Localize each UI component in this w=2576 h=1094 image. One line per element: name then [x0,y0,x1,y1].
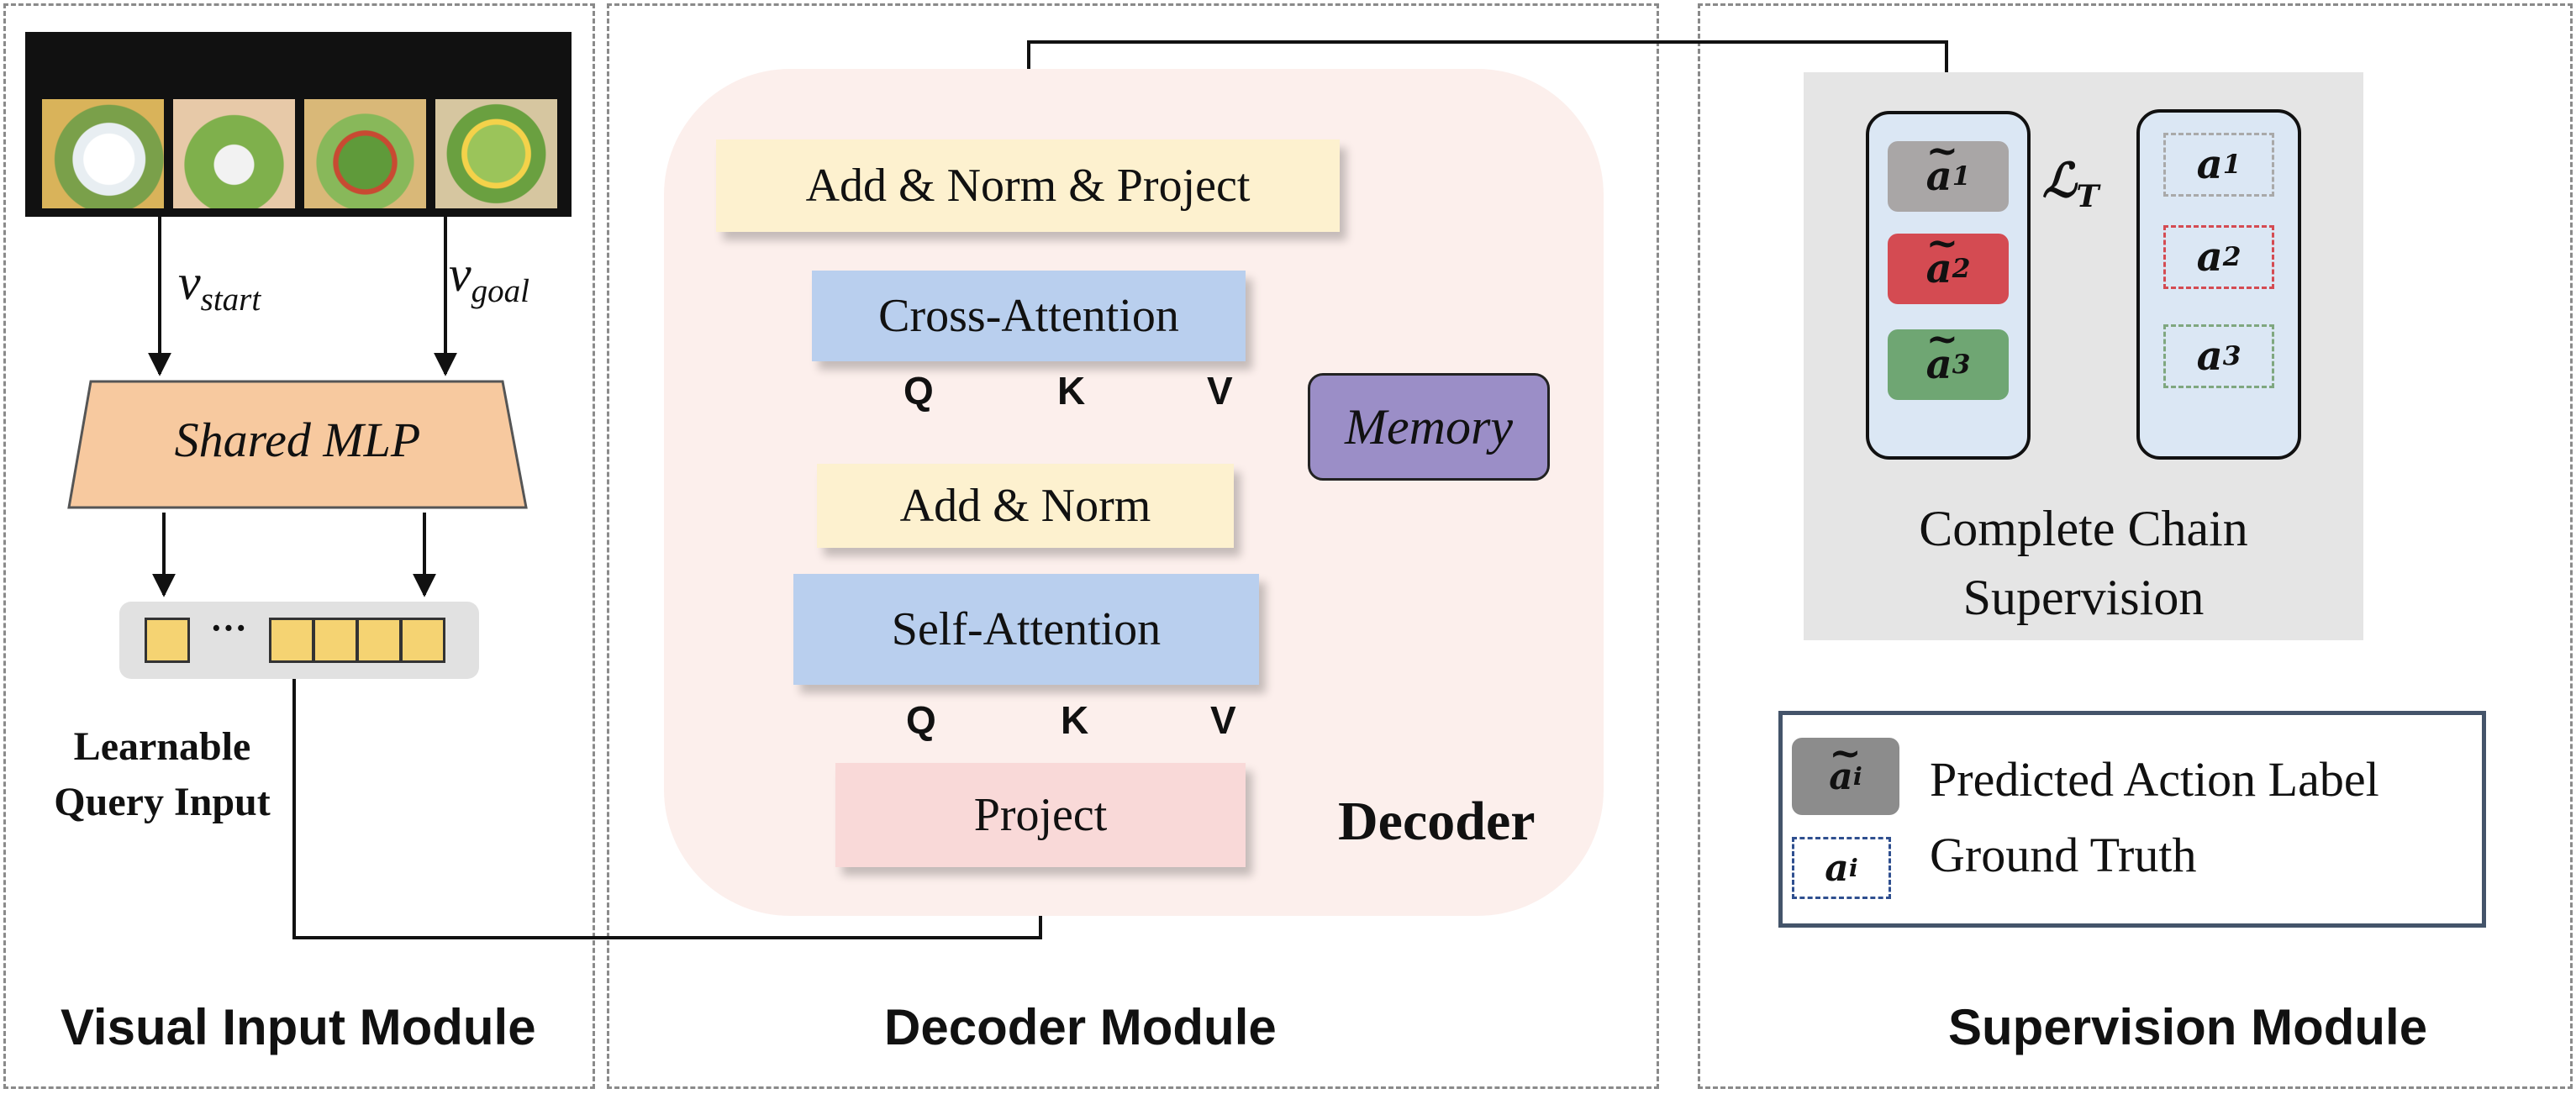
v-goal-label: vgoal [449,245,529,310]
v-goal-subscript: goal [471,273,529,309]
predicted-action-3-symbol: a [1926,316,1952,388]
project-box: Project [835,763,1246,867]
predicted-action-3: a3 [1888,316,2009,400]
predicted-action-2: a2 [1888,220,2009,304]
v-start-subscript: start [200,281,261,318]
supervision-module-title: Supervision Module [1948,999,2428,1055]
legend-predicted-swatch: ai [1792,730,1899,815]
legend-predicted-symbol: a [1829,730,1853,798]
predicted-action-1-symbol: a [1926,128,1952,200]
video-frame-2 [173,99,295,208]
cross-attention-box: Cross-Attention [812,271,1246,361]
add-norm-box: Add & Norm [817,464,1234,548]
query-token [400,618,445,663]
decoder-module-title: Decoder Module [884,999,1277,1055]
shared-mlp-label: Shared MLP [174,413,421,467]
loss-subscript: T [2076,178,2099,215]
complete-chain-supervision-label: Complete Chain Supervision [1804,494,2363,632]
legend-box [1778,711,2486,928]
video-frame-1 [42,99,164,208]
self-k-label: K [1061,698,1089,742]
legend-predicted-text: Predicted Action Label [1930,752,2379,807]
ground-truth-action-1-symbol: a [2196,141,2223,188]
video-film-strip [25,32,572,217]
ground-truth-action-1-sub: 1 [2222,150,2241,180]
video-frame-4 [435,99,557,208]
ground-truth-action-3-symbol: a [2196,333,2223,380]
decoder-module [607,3,1659,1089]
v-start-label: vstart [178,254,261,318]
loss-label: ℒT [2042,153,2099,214]
legend-ground-truth-sub: i [1848,854,1858,882]
shared-mlp-trapezoid [67,380,528,509]
chain-line-1: Complete Chain [1919,501,2248,556]
ground-truth-action-3-sub: 3 [2222,341,2241,371]
ground-truth-action-2-sub: 2 [2222,242,2241,272]
legend-predicted-sub: i [1852,762,1862,791]
query-token [145,618,190,663]
memory-box: Memory [1308,373,1550,481]
loss-symbol: ℒ [2042,153,2077,208]
learnable-line-2: Query Input [54,780,271,824]
supervision-module [1698,3,2573,1089]
token-ellipsis: ··· [210,607,248,649]
chain-line-2: Supervision [1962,570,2205,625]
predicted-action-2-symbol: a [1926,220,1952,292]
query-token [269,618,314,663]
video-frame-3 [304,99,426,208]
decoder-label: Decoder [1338,791,1536,852]
cross-q-label: Q [903,369,934,413]
visual-input-module [3,3,595,1089]
cross-k-label: K [1057,369,1086,413]
predicted-action-1: a1 [1888,128,2009,212]
self-attention-box: Self-Attention [793,574,1259,685]
v-start-symbol: v [178,255,201,310]
query-token [313,618,358,663]
self-q-label: Q [906,698,936,742]
legend-ground-truth-symbol: a [1825,846,1849,890]
cross-v-label: V [1207,369,1233,413]
self-v-label: V [1210,698,1236,742]
add-norm-project-box: Add & Norm & Project [716,139,1340,232]
query-token [356,618,402,663]
learnable-query-label: Learnable Query Input [40,719,284,830]
visual-input-module-title: Visual Input Module [61,999,536,1055]
learnable-line-1: Learnable [73,724,251,769]
legend-ground-truth-text: Ground Truth [1930,828,2197,882]
v-goal-symbol: v [449,246,471,302]
ground-truth-action-2-symbol: a [2196,234,2223,281]
